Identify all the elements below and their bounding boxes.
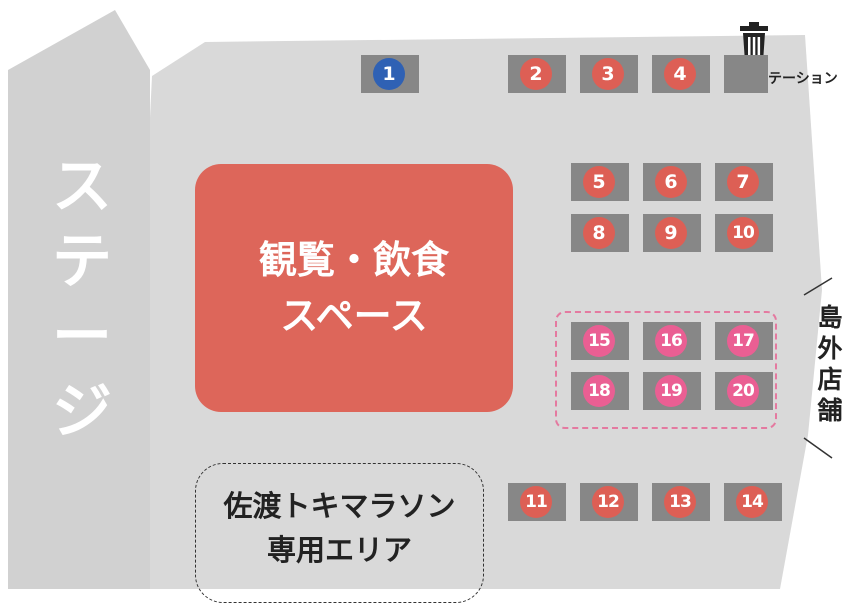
booth-number-5: 5 [583,166,615,198]
stage-area [8,10,150,589]
booth-number-2: 2 [520,58,552,90]
stage-label-char: テ [52,227,112,297]
booth-number-20: 20 [727,375,759,407]
booth-number-4: 4 [664,58,696,90]
viewing-dining-space: 観覧・飲食 スペース [195,164,513,412]
island-outside-label: 島 外 店 舗 [808,302,852,426]
booth-number-6: 6 [655,166,687,198]
booth-number-18: 18 [583,375,615,407]
booth-number-13: 13 [664,486,696,518]
booth-10[interactable]: 10 [715,214,773,252]
island-char: 舗 [817,396,843,425]
booth-20[interactable]: 20 [715,372,773,410]
booth-12[interactable]: 12 [580,483,638,521]
stage-label: ステージ [42,150,122,450]
booth-number-9: 9 [655,217,687,249]
island-char: 外 [817,334,843,363]
booth-15[interactable]: 15 [571,322,629,360]
booth-number-15: 15 [583,325,615,357]
booth-number-7: 7 [727,166,759,198]
booth-16[interactable]: 16 [643,322,701,360]
booth-number-12: 12 [592,486,624,518]
booth-number-17: 17 [727,325,759,357]
stage-label-char: ー [52,302,112,372]
booth-number-19: 19 [655,375,687,407]
booth-19[interactable]: 19 [643,372,701,410]
booth-2[interactable]: 2 [508,55,566,93]
island-char: 店 [817,365,843,394]
island-outside-zone [555,311,777,429]
booth-7[interactable]: 7 [715,163,773,201]
stage-label-text: ステージ [42,150,122,450]
dining-label-line1: 観覧・飲食 [258,238,449,282]
stage-label-char: ジ [52,377,112,447]
island-bracket-bottom [803,437,833,459]
booth-8[interactable]: 8 [571,214,629,252]
booth-number-10: 10 [727,217,759,249]
booth-number-14: 14 [736,486,768,518]
island-bracket-top [803,277,833,296]
booth-14[interactable]: 14 [724,483,782,521]
booth-17[interactable]: 17 [715,322,773,360]
booth-3[interactable]: 3 [580,55,638,93]
booth-number-16: 16 [655,325,687,357]
booth-number-3: 3 [592,58,624,90]
booth-9[interactable]: 9 [643,214,701,252]
booth-4[interactable]: 4 [652,55,710,93]
booth-11[interactable]: 11 [508,483,566,521]
booth-5[interactable]: 5 [571,163,629,201]
booth-18[interactable]: 18 [571,372,629,410]
trash-station-booth [724,55,768,93]
marathon-label-line1: 佐渡トキマラソン [223,489,456,523]
dining-label-line2: スペース [280,294,428,338]
booth-number-11: 11 [520,486,552,518]
booth-1[interactable]: 1 [361,55,419,93]
stage-label-char: ス [52,152,112,222]
trash-can-icon [740,22,768,62]
booth-number-1: 1 [373,58,405,90]
booth-number-8: 8 [583,217,615,249]
marathon-label-line2: 専用エリア [266,533,412,567]
booth-13[interactable]: 13 [652,483,710,521]
booth-6[interactable]: 6 [643,163,701,201]
island-char: 島 [817,303,843,332]
marathon-exclusive-area: 佐渡トキマラソン 専用エリア [195,463,484,603]
